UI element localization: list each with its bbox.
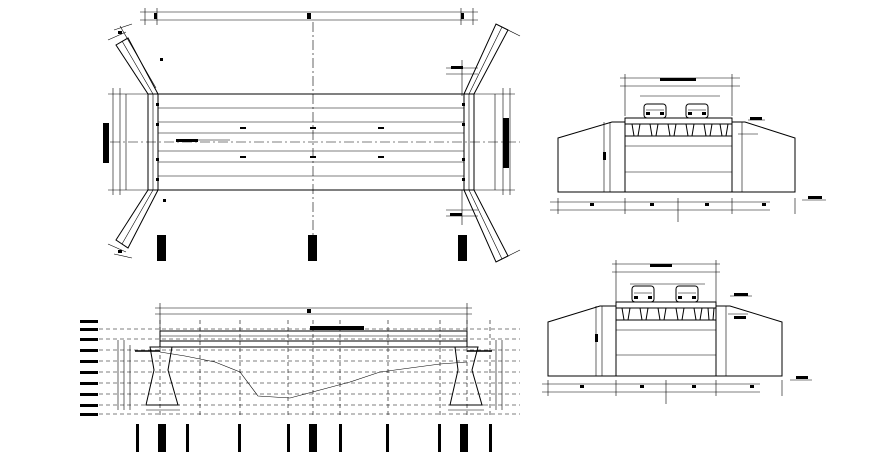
plan-section-marker-center <box>308 235 317 261</box>
plan-left-dimension <box>103 88 148 195</box>
elevation-abutments <box>145 346 484 411</box>
elevation-ground-profile <box>159 351 468 399</box>
plan-right-dimension <box>474 88 515 195</box>
elevation-left-labels <box>80 320 98 416</box>
plan-section-marker-right <box>458 235 467 261</box>
plan-wing-walls <box>107 23 521 263</box>
section-b-vehicles <box>631 285 699 303</box>
section-b-girders <box>621 307 715 321</box>
plan-corner-dims <box>446 60 478 225</box>
plan-deck <box>147 93 475 191</box>
elevation-vertical-grid <box>159 320 491 418</box>
section-a-vehicles <box>643 103 709 119</box>
plan-view <box>103 8 521 263</box>
plan-top-dimension <box>140 8 478 25</box>
elevation-view <box>80 303 520 452</box>
elevation-deck <box>135 326 492 352</box>
section-b <box>542 260 812 404</box>
section-a <box>550 74 826 222</box>
elevation-level-lines <box>92 328 520 415</box>
plan-section-marker-left <box>157 235 166 261</box>
section-a-girders <box>631 123 729 137</box>
elevation-station-markers <box>136 424 492 452</box>
